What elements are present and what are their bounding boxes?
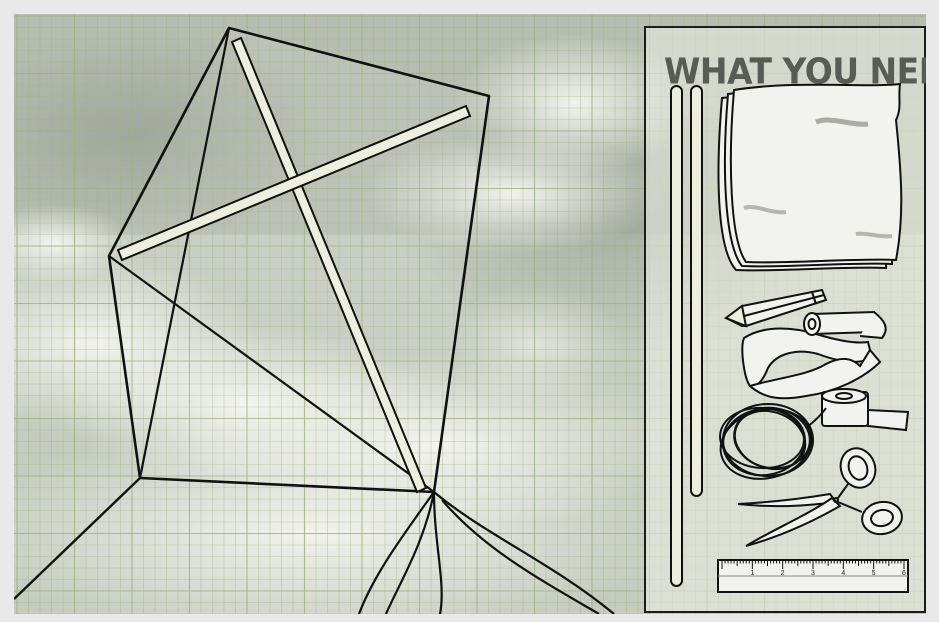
- ruler-icon: 1 2 3 4 5 6: [717, 559, 909, 593]
- kite-illustration-canvas: WHAT YOU NEED...: [14, 14, 926, 614]
- kite-fold-line-left: [138, 27, 231, 479]
- ruler-tick-label: 3: [811, 570, 815, 577]
- kite-line-left: [14, 477, 141, 600]
- scissors-icon: [737, 447, 903, 547]
- pencil-icon: [723, 288, 828, 328]
- paper-sheet-icon: [717, 82, 903, 272]
- ruler-tick-label: 1: [750, 570, 754, 577]
- kite-tail-ribbon-e: [441, 499, 600, 614]
- ruler-tick-label: 2: [781, 570, 785, 577]
- supplies-illustrations: 1 2 3 4 5 6: [670, 82, 910, 593]
- tape-roll-icon: [821, 388, 910, 432]
- kite-spine-stick: [230, 36, 428, 494]
- kite-tail-ribbon-c: [432, 491, 443, 614]
- kite-fold-line-right: [108, 255, 435, 493]
- kite-sail-outline: [107, 26, 491, 494]
- kite-tail-ribbon-d: [433, 491, 615, 614]
- kite-tail-ribbon-b: [384, 491, 436, 614]
- supplies-panel: WHAT YOU NEED...: [644, 26, 926, 613]
- ruler-tick-label: 6: [902, 570, 906, 577]
- dowel-stick-icon: [670, 85, 703, 587]
- ribbon-icon: [741, 327, 882, 400]
- kite-tail-ribbon-a: [357, 491, 435, 614]
- kite-drawing: [14, 26, 615, 614]
- ruler-tick-label: 4: [841, 570, 845, 577]
- ruler-tick-label: 5: [872, 570, 876, 577]
- string-coil-icon: [719, 403, 827, 480]
- kite-cross-stick: [116, 104, 472, 262]
- tape-roll-icon: [803, 310, 887, 340]
